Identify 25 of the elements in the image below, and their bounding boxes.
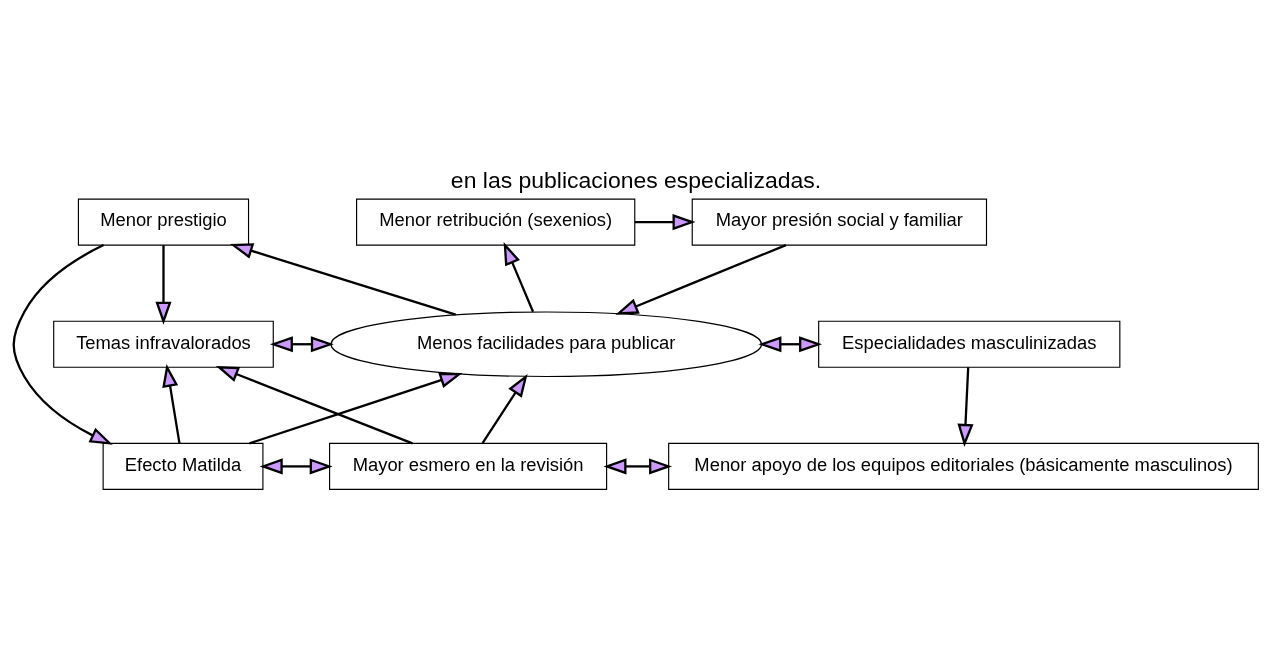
arrow — [215, 365, 413, 444]
node-box: Mayor presión social y familiar — [691, 198, 988, 246]
arrow — [758, 335, 823, 352]
node-box: Temas infravalorados — [53, 320, 274, 368]
arrow — [155, 244, 172, 325]
arrow — [957, 366, 974, 447]
arrow — [481, 373, 528, 444]
node-box: Mayor esmero en la revisión — [329, 442, 608, 490]
arrow — [229, 242, 456, 316]
arrow — [634, 213, 696, 230]
node-box: Efecto Matilda — [102, 442, 264, 490]
arrow — [269, 335, 334, 352]
arrow — [603, 457, 673, 474]
node-box: Menor prestigio — [77, 198, 250, 246]
arrow — [503, 241, 535, 312]
node-box: Menor apoyo de los equipos editoriales (básicamente masculinos) — [668, 442, 1259, 490]
arrow — [12, 243, 113, 445]
arrow — [249, 372, 463, 444]
node-ellipse: Menos facilidades para publicar — [330, 310, 763, 377]
arrow — [615, 243, 787, 315]
node-box: Especialidades masculinizadas — [818, 320, 1121, 368]
arrow — [259, 457, 333, 474]
arrow — [162, 363, 181, 444]
node-box: Menor retribución (sexenios) — [356, 198, 636, 246]
diagram-title: en las publicaciones especializadas. — [450, 166, 822, 193]
